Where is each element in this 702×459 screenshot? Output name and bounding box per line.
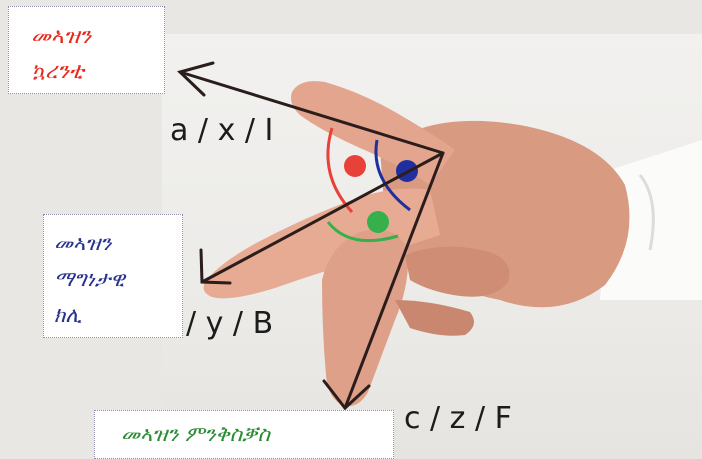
arrow-field-head-icon: [199, 248, 232, 285]
arrow-field: [200, 151, 445, 284]
axis-label-current: a / x / I: [170, 113, 274, 148]
arrow-current: [178, 70, 445, 155]
sleeve-icon: [600, 140, 702, 300]
axis-label-field: / y / B: [186, 306, 274, 341]
arrow-force-head-icon: [322, 379, 371, 411]
angle-arc-green: [326, 221, 399, 243]
label-field-line2: ማግነታዊ: [54, 267, 125, 291]
angle-marker-green: [367, 211, 389, 233]
label-field-line1: መኣዝን: [54, 231, 112, 255]
angle-arc-blue: [374, 139, 411, 212]
label-magnetic-field-direction: መኣዝን ማግነታዊ ክሊ: [43, 214, 183, 338]
angle-marker-red: [344, 155, 366, 177]
axis-label-force: c / z / F: [404, 401, 512, 436]
label-motion-direction: መኣዝን ምንቅስቓስ: [94, 410, 394, 459]
label-current-line1: መኣዝን: [31, 24, 92, 49]
arrow-current-head-icon: [177, 61, 215, 97]
label-motion-text: መኣዝን ምንቅስቓስ: [121, 422, 270, 446]
arrow-force: [343, 151, 445, 410]
hand-image: [203, 81, 630, 407]
label-field-line3: ክሊ: [54, 303, 82, 327]
label-current-direction: መኣዝን ኳረንቲ: [8, 6, 165, 94]
label-current-line2: ኳረንቲ: [31, 59, 84, 84]
